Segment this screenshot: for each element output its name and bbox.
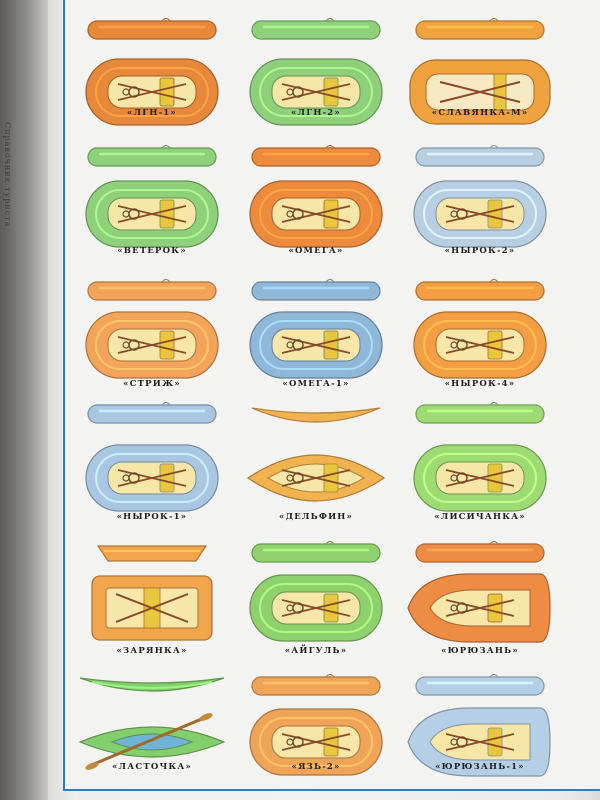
boat-illustration [249,145,383,248]
boat-side-view [415,279,545,301]
boat-illustration [249,541,383,642]
boat-side-view [87,402,217,424]
boat-illustration [407,674,551,777]
boat-side-view [96,545,208,562]
boat-side-view [87,279,217,301]
boat-illustration [413,402,547,512]
boat-illustration [85,145,219,248]
boat-label: «ОМЕГА» [288,246,344,256]
boat-side-view [251,541,381,563]
boat-label: «ЛАСТОЧКА» [112,762,192,772]
boat-top-view [413,180,547,248]
boat-side-view [251,145,381,167]
boat-illustration [85,402,219,512]
boat-label: «НЫРОК-4» [444,379,516,389]
boat-side-view [251,407,381,423]
boat-label: «ДЕЛЬФИН» [278,512,354,522]
boat-side-view [415,145,545,167]
boat-top-view [407,573,551,643]
spine-text: Справочник туриста [3,122,12,228]
boat-label: «СЛАВЯНКА-М» [431,108,529,118]
boat-top-view [409,59,551,125]
boat-label: «НЫРОК-2» [444,246,516,256]
boat-top-view [249,58,383,126]
boat-side-view [251,18,381,40]
boat-illustration [249,279,383,379]
boat-side-view [415,541,545,563]
boat-top-view [91,575,213,641]
boat-label: «ЯЗЬ-2» [291,762,341,772]
boat-label: «ЗАРЯНКА» [116,646,188,656]
boat-top-view [246,454,386,502]
boat-illustration [85,18,219,126]
boat-illustration [249,674,383,776]
boat-top-view [85,311,219,379]
boat-top-view [413,444,547,512]
boat-top-view [78,713,226,770]
boat-label: «СТРИЖ» [123,379,181,389]
boat-illustration [78,677,226,770]
boat-top-view [249,180,383,248]
boat-side-view [251,279,381,301]
boat-illustration [246,407,386,502]
boat-side-view [415,402,545,424]
boat-label: «НЫРОК-1» [116,512,188,522]
boat-label: «АЙГУЛЬ» [284,646,348,656]
boat-illustration [413,279,547,379]
boat-label: «ЛГН-1» [127,108,177,118]
boat-label: «ОМЕГА-1» [282,379,350,389]
boat-illustration [85,279,219,379]
boat-label: «ЮРЮЗАНЬ» [441,646,519,656]
boat-top-view [85,444,219,512]
boat-illustration [91,545,213,641]
boat-illustration [413,145,547,248]
boat-side-view [87,18,217,40]
boat-top-view [407,707,551,777]
book-binding [0,0,48,800]
boat-label: «ЛИСИЧАНКА» [434,512,526,522]
boat-top-view [249,708,383,776]
boat-illustration [409,18,551,125]
boat-side-view [415,18,545,40]
boat-top-view [249,574,383,642]
boat-top-view [249,311,383,379]
boat-side-view [251,674,381,696]
boat-label: «ЛГН-2» [291,108,341,118]
boat-side-view [87,145,217,167]
boat-illustration [407,541,551,643]
boat-top-view [85,58,219,126]
boat-side-view [79,677,225,692]
boat-illustration [249,18,383,126]
boat-top-view [413,311,547,379]
boat-label: «ВЕТЕРОК» [117,246,187,256]
illustration-frame [63,0,600,791]
boat-side-view [415,674,545,696]
boat-label: «ЮРЮЗАНЬ-1» [435,762,525,772]
boat-top-view [85,180,219,248]
